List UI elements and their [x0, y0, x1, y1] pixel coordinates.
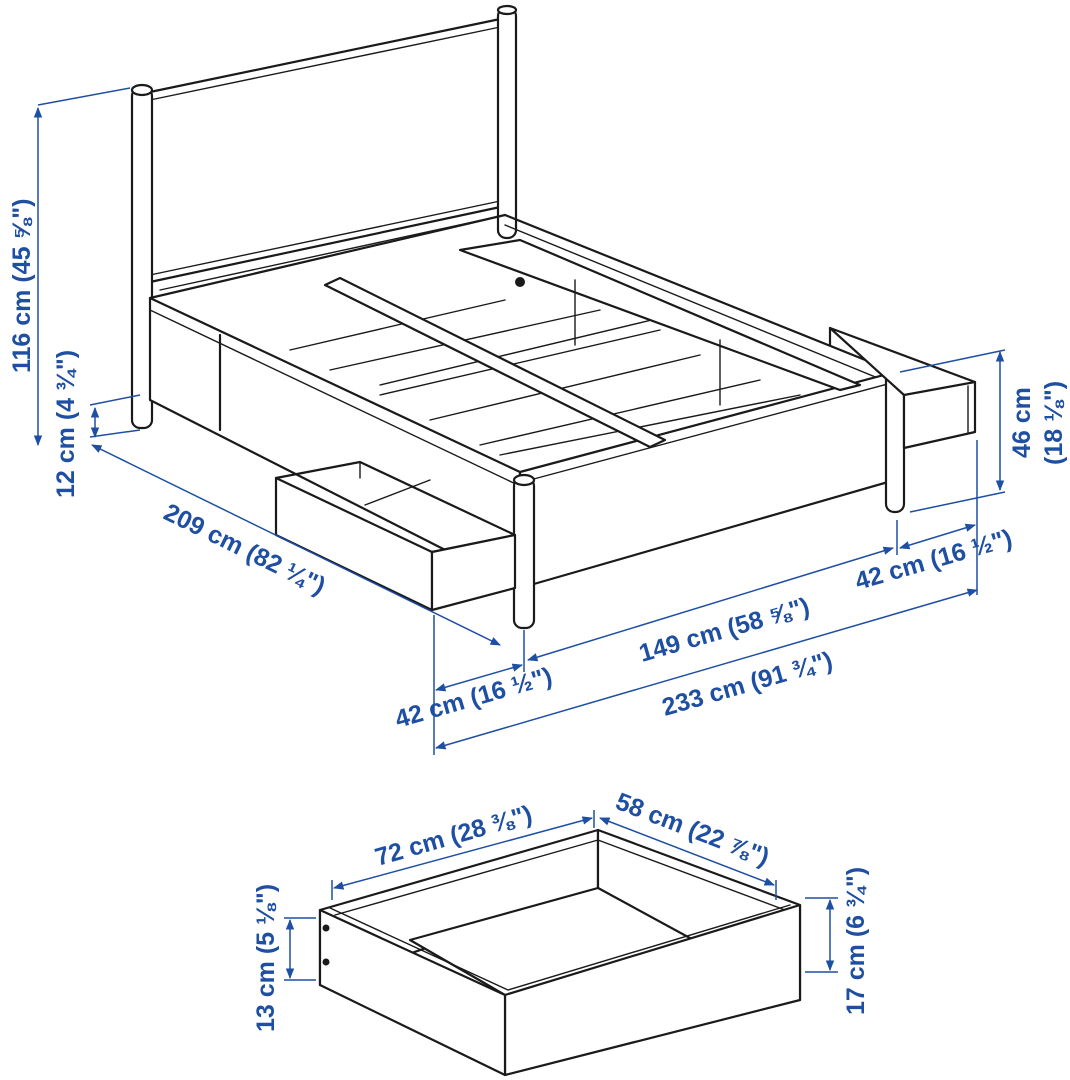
- right-support-beam: [458, 238, 862, 392]
- headboard-height-label: 116 cm (45 ⅝"): [8, 199, 36, 373]
- side-height-label: 46 cm: [1008, 387, 1036, 458]
- drawer-open-front-label: 42 cm (16 ½"): [392, 662, 555, 734]
- leg-clearance-label: 12 cm (4 ¾"): [52, 350, 80, 498]
- left-foot-post: [512, 476, 536, 630]
- headboard-panel: [148, 16, 507, 284]
- drawer-side-panel: [318, 908, 507, 1077]
- drawer-dimension-lines: [284, 810, 838, 981]
- drawer-front-height-label: 17 cm (6 ¾"): [842, 867, 870, 1015]
- open-drawer-side: [828, 326, 977, 450]
- right-headboard-post: [496, 6, 518, 240]
- bed-illustration: [130, 4, 977, 630]
- bed-dimension-lines: [33, 87, 1006, 755]
- side-height-inch-label: (18 ⅛"): [1040, 381, 1068, 465]
- bed-width-label: 149 cm (58 ⅝"): [636, 592, 813, 667]
- drawer-open-side-label: 42 cm (16 ½"): [852, 524, 1015, 596]
- center-support-beam: [323, 276, 667, 449]
- drawer-back-height-label: 13 cm (5 ⅛"): [252, 884, 280, 1032]
